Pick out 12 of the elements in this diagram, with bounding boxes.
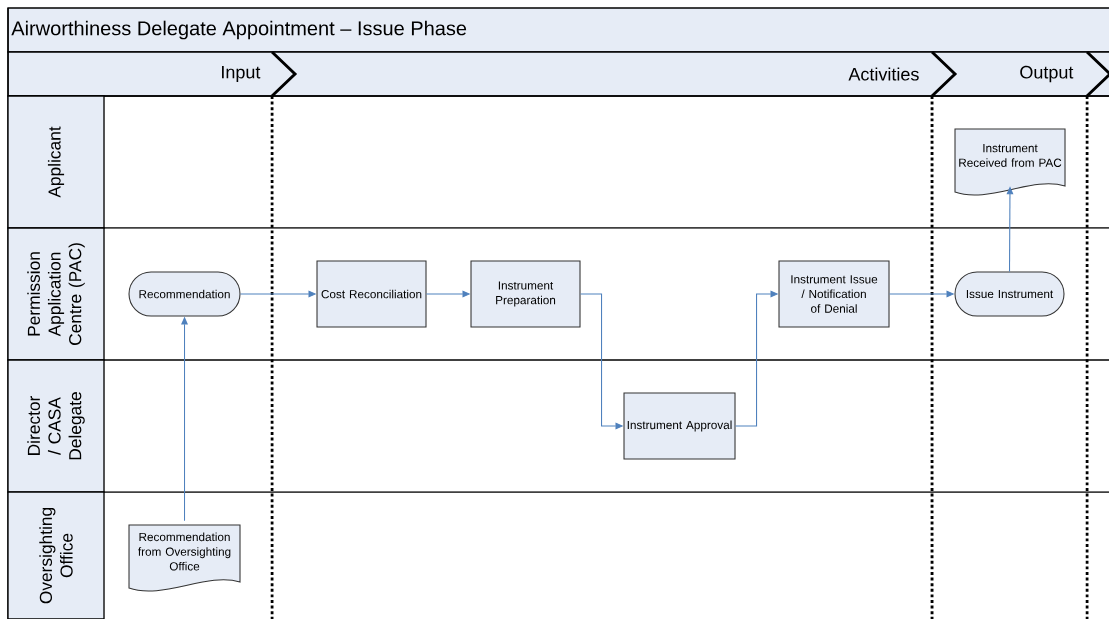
- lane-header: Director / CASA Delegate: [7, 359, 105, 493]
- lane-header: Applicant: [7, 95, 105, 229]
- process-box: Instrument Approval: [623, 392, 736, 460]
- process-box: Cost Reconciliation: [316, 260, 427, 328]
- process-box: Instrument Preparation: [470, 260, 581, 328]
- process-box: Instrument Issue / Notification of Denial: [778, 260, 890, 328]
- phase-header: Activities: [848, 50, 958, 98]
- lane-header: Oversighting Office: [7, 491, 105, 619]
- title-bar: Airworthiness Delegate Appointment – Issue Phase: [7, 7, 1109, 53]
- lane-header: Permission Application Centre (PAC): [7, 227, 105, 361]
- phase-header: Input: [222, 50, 298, 98]
- phase-header: Output: [1020, 50, 1109, 98]
